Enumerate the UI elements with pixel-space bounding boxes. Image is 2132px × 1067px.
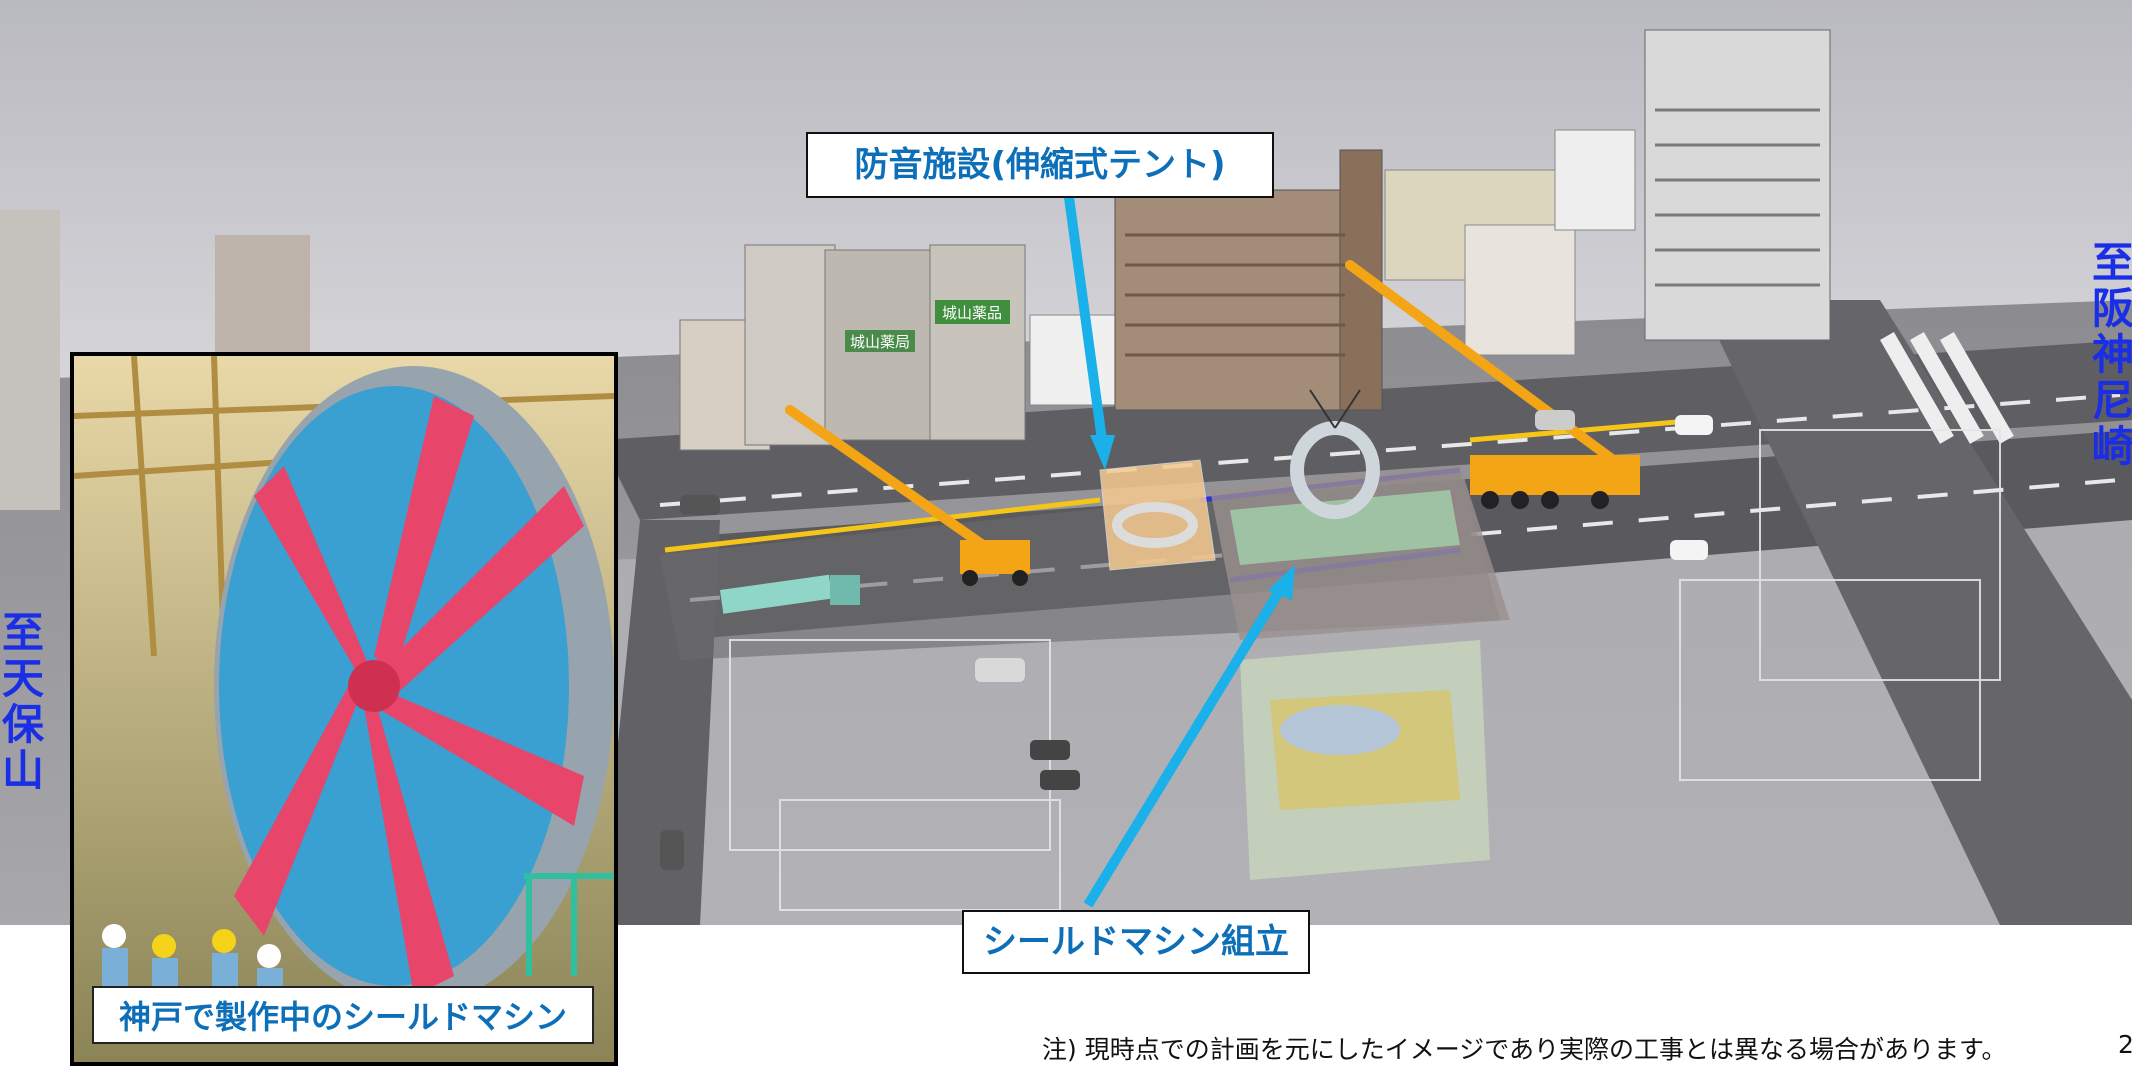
shield-machine-photo: 神戸で製作中のシールドマシン [70, 352, 618, 1066]
page-number: 2 [2118, 1030, 2132, 1059]
shop-sign-right: 城山薬品 [942, 304, 1002, 322]
shield-machine-image [74, 356, 614, 1062]
shield-machine-assembly-callout: シールドマシン組立 [962, 910, 1310, 974]
photo-caption: 神戸で製作中のシールドマシン [92, 986, 594, 1044]
shop-sign-left: 城山薬局 [850, 333, 910, 351]
soundproof-facility-callout: 防音施設(伸縮式テント) [806, 132, 1274, 198]
direction-label-right: 至 阪神尼崎 [2091, 238, 2132, 471]
disclaimer-note: 注) 現時点での計画を元にしたイメージであり実際の工事とは異なる場合があります。 [1042, 1035, 2007, 1064]
direction-label-left: 至 天保山 [1, 608, 44, 795]
